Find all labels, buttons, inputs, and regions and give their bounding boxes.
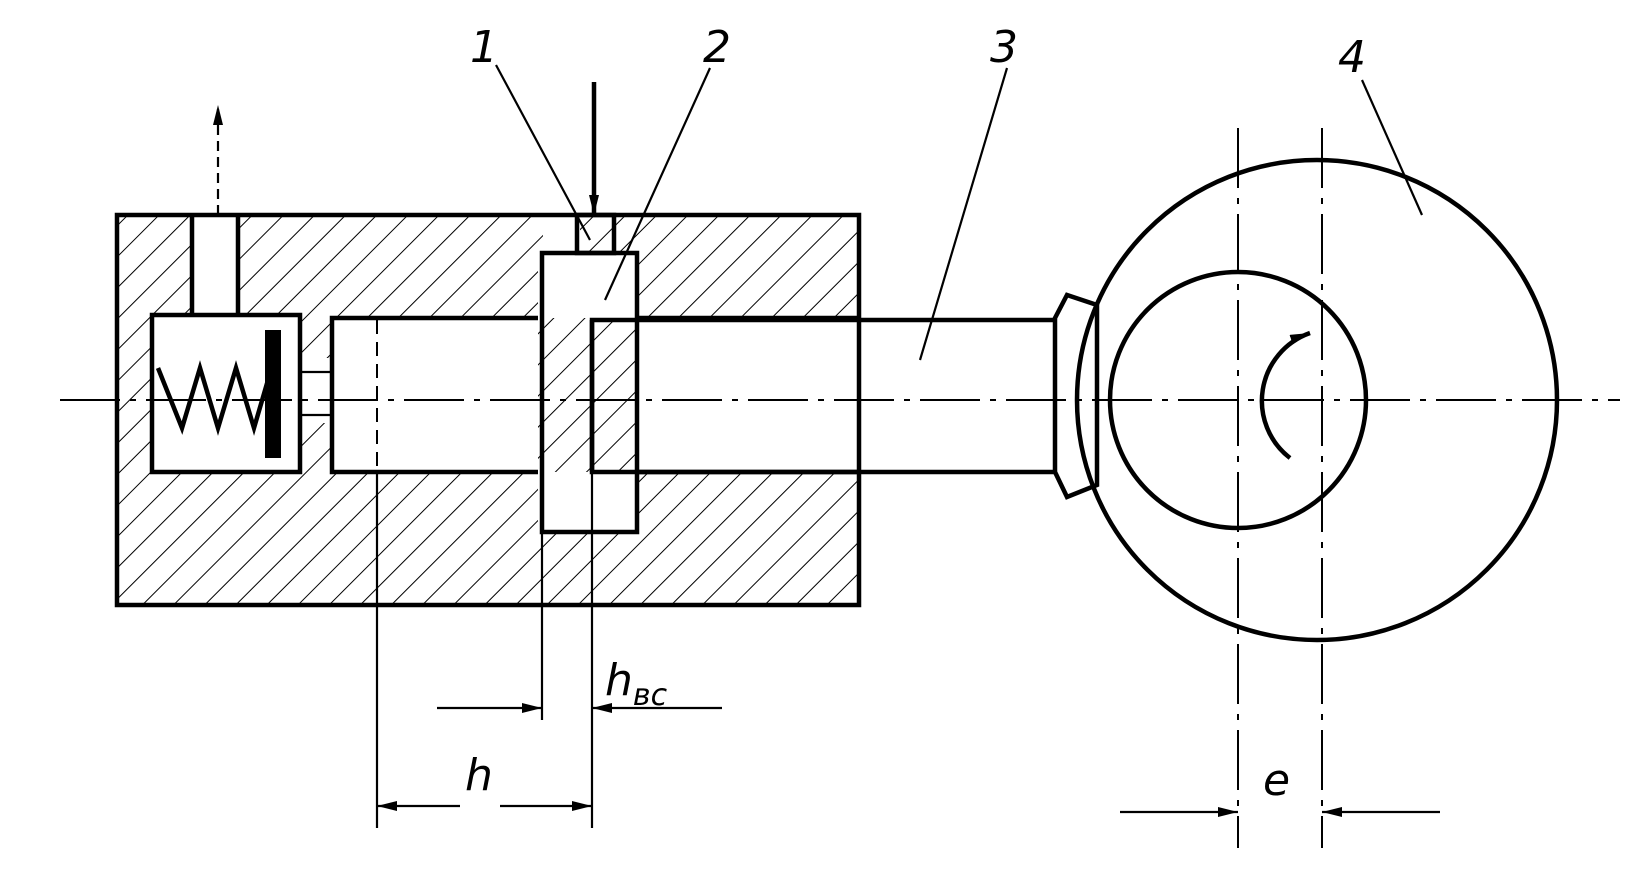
pump-cylinder [329, 315, 538, 475]
leader-line-1 [495, 64, 591, 241]
rotation-arrow [1259, 330, 1311, 460]
dimension-label-e: e [1263, 755, 1290, 806]
dimension-label-hvs: hвс [605, 655, 668, 713]
suction-window [539, 250, 640, 535]
pump-housing [117, 215, 859, 605]
dimension-label-h: h [465, 750, 493, 801]
plunger [589, 317, 1055, 475]
part-label-3: 3 [990, 22, 1018, 73]
leader-line-3 [918, 67, 1009, 361]
pump-housing-outline [114, 212, 862, 608]
leader-line-4 [1360, 79, 1424, 216]
valve-plate [265, 330, 281, 458]
leader-line-2 [603, 67, 712, 301]
part-label-2: 2 [703, 22, 731, 73]
valve-chamber [149, 312, 303, 475]
part-label-4: 4 [1338, 32, 1366, 83]
plunger-shoe [1052, 292, 1100, 500]
part-label-1: 1 [470, 22, 498, 73]
valve-spring [155, 360, 271, 436]
